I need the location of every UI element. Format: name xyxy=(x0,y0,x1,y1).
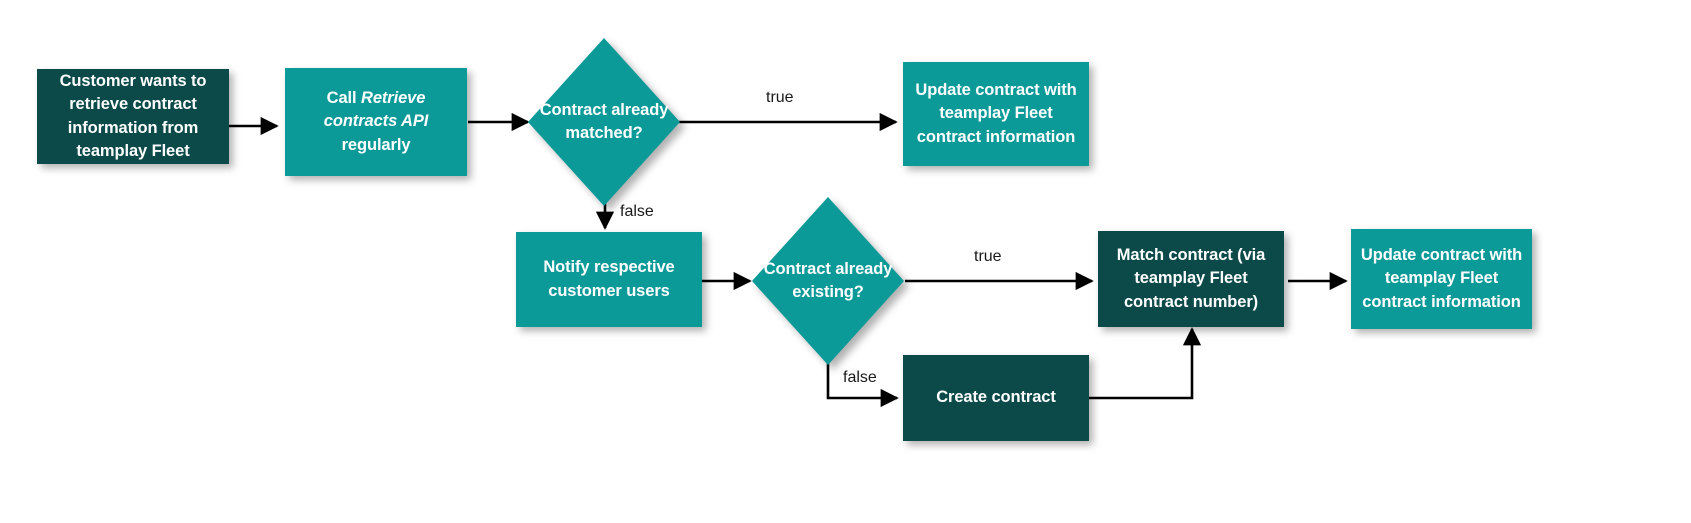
node-decision-contract-existing[interactable]: Contract already existing? xyxy=(752,197,904,365)
edge-label-existing-false: false xyxy=(843,369,877,386)
node-call-api-label-pre: Call xyxy=(326,88,362,107)
node-match-contract-label: Match contract (via teamplay Fleet contr… xyxy=(1116,245,1266,311)
node-notify-customer-users-label: Notify respective customer users xyxy=(543,258,675,300)
edge-label-existing-true: true xyxy=(974,248,1002,265)
node-call-api-label-post: regularly xyxy=(341,135,411,154)
node-update-contract-bottom-label: Update contract with teamplay Fleet cont… xyxy=(1360,245,1523,311)
edge-create-contract-to-match-contract xyxy=(1089,327,1202,400)
node-notify-customer-users[interactable]: Notify respective customer users xyxy=(516,232,702,327)
node-start-label: Customer wants to retrieve contract info… xyxy=(59,71,207,160)
node-create-contract-label: Create contract xyxy=(936,388,1056,407)
node-create-contract[interactable]: Create contract xyxy=(903,355,1089,441)
edge-label-matched-true: true xyxy=(766,89,794,106)
node-call-api[interactable]: Call Retrieve contracts API regularly xyxy=(285,68,467,176)
node-call-api-label: Call Retrieve contracts API regularly xyxy=(291,87,461,157)
node-decision-contract-matched-label: Contract already matched? xyxy=(539,100,669,142)
node-call-api-label-emphasis: Retrieve contracts API xyxy=(323,88,429,131)
node-update-contract-top[interactable]: Update contract with teamplay Fleet cont… xyxy=(903,62,1089,166)
node-update-contract-bottom[interactable]: Update contract with teamplay Fleet cont… xyxy=(1351,229,1532,329)
node-update-contract-top-label: Update contract with teamplay Fleet cont… xyxy=(915,80,1077,146)
node-start[interactable]: Customer wants to retrieve contract info… xyxy=(37,69,229,164)
node-match-contract[interactable]: Match contract (via teamplay Fleet contr… xyxy=(1098,231,1284,327)
node-decision-contract-existing-label: Contract already existing? xyxy=(763,259,893,301)
node-decision-contract-matched[interactable]: Contract already matched? xyxy=(528,38,680,206)
edge-label-matched-false: false xyxy=(620,203,654,220)
